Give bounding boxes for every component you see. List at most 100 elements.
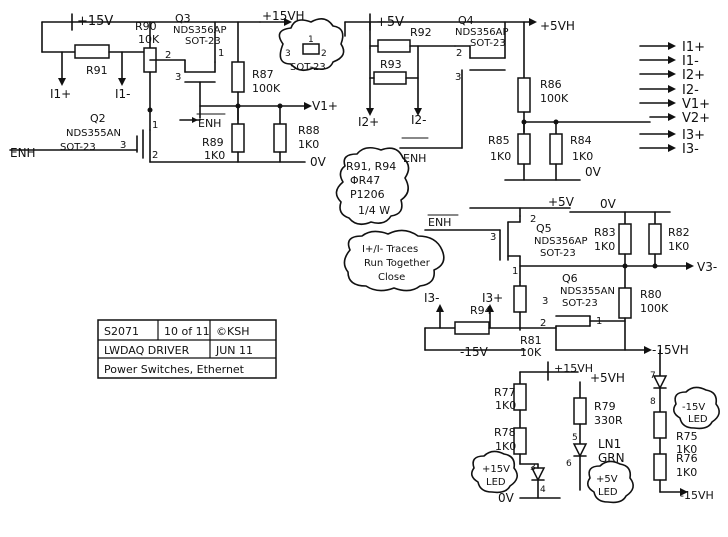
r88-label: R88	[298, 124, 320, 137]
note-res-3: P1206	[350, 188, 385, 201]
r89-label: R89	[202, 136, 224, 149]
q6-name: Q6	[562, 272, 578, 285]
r89-value: 1K0	[204, 149, 225, 162]
out-5: V2+	[682, 111, 710, 126]
led-m15-led: LED	[688, 414, 708, 425]
rail-label-0v-d: 0V	[498, 491, 515, 505]
r92-resistor	[377, 39, 411, 53]
tb-author: ©KSH	[216, 325, 249, 338]
q2-name: Q2	[90, 112, 106, 125]
q5-pin2: 2	[530, 214, 536, 225]
tb-sheet: 10 of 11	[164, 325, 210, 338]
led-p5-led: LED	[598, 487, 618, 498]
r87-value: 100K	[252, 82, 281, 95]
i1p-label: I1+	[50, 87, 71, 101]
q5-name: Q5	[536, 222, 552, 235]
led-p5-text: +5V	[596, 474, 618, 485]
r85-label: R85	[488, 134, 510, 147]
resistor-note-cloud: R91, R94 ΦR47 P1206 1/4 W	[335, 146, 410, 226]
r86-resistor	[517, 77, 531, 113]
out-2: I2+	[682, 68, 705, 83]
rail-label-m15v: -15V	[460, 345, 489, 359]
q3-pin3: 3	[175, 72, 181, 83]
led-rail-m15vh: -15VH	[680, 489, 714, 502]
q2-pkg: SOT-23	[60, 142, 96, 153]
r83-label: R83	[594, 226, 616, 239]
r79-label: R79	[594, 400, 616, 413]
led-m15-text: -15V	[682, 402, 705, 413]
enh-label-left: ENH	[10, 146, 36, 160]
r75-value: 1K0	[676, 443, 697, 456]
r90-label: R90	[135, 20, 157, 33]
r84-label: R84	[570, 134, 592, 147]
q2-pin1: 1	[152, 120, 158, 131]
led-rail-p15vh: +15VH	[554, 362, 593, 375]
q6-pin3: 3	[542, 296, 548, 307]
q3-pin2: 2	[165, 50, 171, 61]
rail-label-p5v-2: +5V	[548, 195, 575, 209]
r82-value: 1K0	[668, 240, 689, 253]
note-trace-3: Close	[378, 272, 405, 283]
r93-label: R93	[380, 58, 402, 71]
v3m-label: V3-	[697, 260, 717, 274]
r77-label: R77	[494, 386, 516, 399]
sot23-package	[302, 43, 320, 55]
q6-part: NDS355AN	[560, 286, 615, 297]
r94-label: R94	[470, 304, 492, 317]
q4-pin2: 2	[456, 48, 462, 59]
q5-pin3: 3	[490, 232, 496, 243]
q2-part: NDS355AN	[66, 128, 121, 139]
rail-label-p5v: +5V	[376, 15, 404, 30]
note-trace-2: Run Together	[364, 258, 431, 269]
title-block: S2071 10 of 11 ©KSH LWDAQ DRIVER JUN 11 …	[97, 319, 277, 379]
q2-pin2: 2	[152, 150, 158, 161]
r81-label: R81	[520, 334, 542, 347]
r76-value: 1K0	[676, 466, 697, 479]
r93-resistor	[373, 71, 407, 85]
r84-value: 1K0	[572, 150, 593, 163]
r81-resistor	[513, 285, 527, 313]
r90-value: 10K	[138, 33, 160, 46]
out-1: I1-	[682, 54, 699, 69]
out-6: I3+	[682, 128, 705, 143]
pkg-label: SOT-23	[290, 62, 326, 73]
tb-project: LWDAQ DRIVER	[104, 344, 190, 357]
ln1-color: GRN	[598, 451, 625, 465]
enh-bar2: ENH	[403, 152, 426, 165]
led-pin5: 5	[572, 433, 578, 443]
r80-resistor	[618, 287, 632, 319]
r89-resistor	[231, 123, 245, 153]
q3-pin1: 1	[218, 48, 224, 59]
rail-label-0v-a: 0V	[310, 155, 327, 169]
note-res-2: ΦR47	[350, 174, 380, 187]
r76-resistor	[653, 453, 667, 481]
q4-pkg: SOT-23	[470, 38, 506, 49]
r87-resistor	[231, 61, 245, 93]
q4-part: NDS356AP	[455, 27, 509, 38]
r82-resistor	[648, 223, 662, 255]
r80-value: 100K	[640, 302, 669, 315]
led-pin7: 7	[650, 371, 656, 381]
r83-resistor	[618, 223, 632, 255]
q5-q6-block: +5V 0V ENH 3 2 1 Q5 NDS356AP SOT-23 R83 …	[424, 195, 717, 359]
r79-value: 330R	[594, 414, 623, 427]
note-trace-1: I+/I- Traces	[362, 244, 418, 255]
r86-label: R86	[540, 78, 562, 91]
r84-resistor	[549, 133, 563, 165]
r85-resistor	[517, 133, 531, 165]
led-p15-text: +15V	[482, 464, 510, 475]
r79-resistor	[573, 397, 587, 425]
q3-part: NDS356AP	[173, 25, 227, 36]
q5-pkg: SOT-23	[540, 248, 576, 259]
out-0: I1+	[682, 40, 705, 55]
rail-label-p5vh: +5VH	[540, 19, 575, 33]
led-pin6: 6	[566, 459, 572, 469]
r88-resistor	[273, 123, 287, 153]
rail-label-m15vh: -15VH	[652, 343, 689, 357]
led-pin8: 8	[650, 397, 656, 407]
rail-label-p15v: +15V	[77, 14, 113, 29]
q4-block: +5V R92 R93 I2+ I2- Q4 NDS356AP SOT-23 +…	[344, 13, 651, 181]
output-arrows: I1+ I1- I2+ I2- V1+ V2+ I3+ I3-	[639, 40, 710, 157]
note-res-4: 1/4 W	[358, 204, 390, 217]
